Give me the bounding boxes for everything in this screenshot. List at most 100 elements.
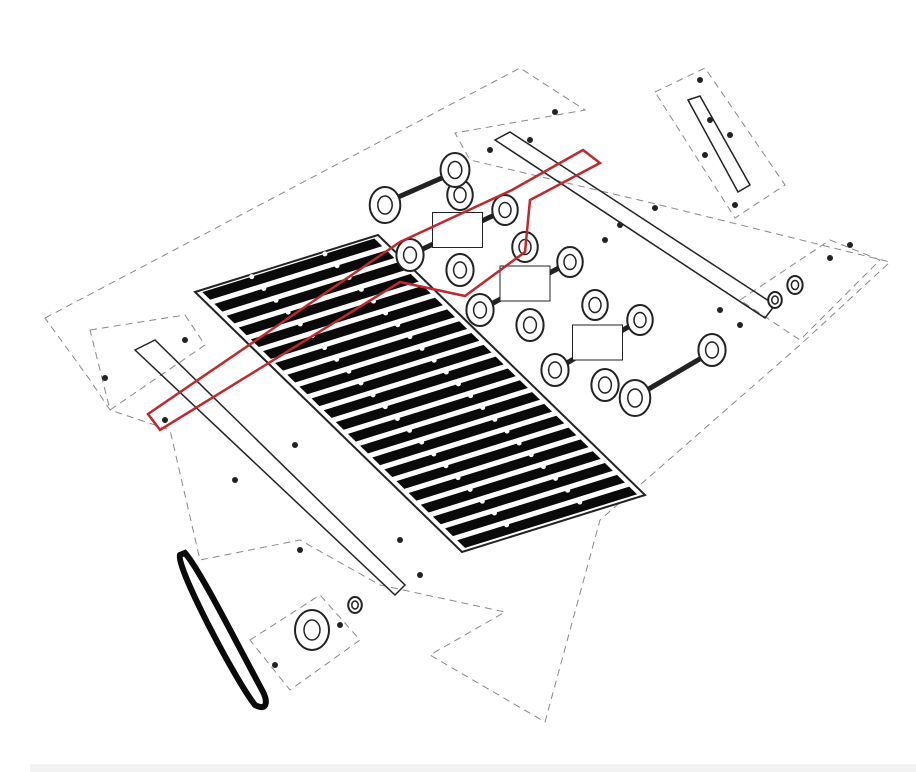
idler-wheel-hub <box>498 201 512 219</box>
track-lug <box>250 285 431 348</box>
bolt <box>727 132 733 138</box>
bolt <box>617 222 623 228</box>
highlighted-shaft-assembly[interactable] <box>146 148 603 432</box>
idler-wheel-hub <box>633 311 647 329</box>
track-clip <box>479 498 485 504</box>
track-clip <box>394 415 400 421</box>
chain-sprocket-hub <box>303 619 321 641</box>
idler-wheel <box>515 308 545 342</box>
track-clip <box>395 322 401 328</box>
bearing-hub <box>351 600 359 610</box>
track-lug <box>202 238 383 300</box>
idler-wheel-hub <box>402 246 418 264</box>
track-clip <box>431 357 437 363</box>
track-clip <box>383 310 389 316</box>
track-lug <box>396 427 577 489</box>
idler-wheel-hub <box>472 301 488 319</box>
bolt <box>297 547 303 553</box>
bolt <box>527 137 533 143</box>
bolt <box>697 77 703 83</box>
bolt <box>847 242 853 248</box>
bearing-hub <box>771 295 779 305</box>
bolt <box>337 622 343 628</box>
track-lug <box>445 474 625 537</box>
track <box>193 233 647 554</box>
bolt <box>397 537 403 543</box>
track-clip <box>528 452 534 458</box>
idler-wheel-hub <box>547 361 563 379</box>
bolt <box>162 417 168 423</box>
track-lug <box>384 415 565 478</box>
bearing <box>347 596 363 614</box>
track-clip <box>419 345 425 351</box>
track-clip <box>249 274 255 280</box>
track-clip <box>480 405 486 411</box>
bearing-hub <box>790 279 800 291</box>
idler-wheel <box>556 246 584 278</box>
track-clip <box>334 263 340 269</box>
wheel-bracket <box>499 265 551 302</box>
track-clip <box>443 463 449 469</box>
drive-sprocket-hub <box>447 160 463 180</box>
track-lug <box>275 309 456 371</box>
track-clip <box>443 369 449 375</box>
track-clip <box>504 428 510 434</box>
bolt <box>417 572 423 578</box>
idler-wheel-hub <box>588 296 602 314</box>
track-lug <box>214 250 395 312</box>
main-assembly-outline <box>44 67 892 723</box>
track-clip <box>455 475 461 481</box>
bolt <box>737 322 743 328</box>
bolt <box>717 307 723 313</box>
bolt <box>102 375 108 381</box>
track-clip <box>358 286 364 292</box>
track-lug <box>432 463 613 525</box>
drive-sprocket-hub <box>377 195 393 215</box>
track-clip <box>540 464 546 470</box>
track-clip <box>577 499 583 505</box>
track-clip <box>516 440 522 446</box>
track-lug <box>408 439 589 501</box>
bolt <box>707 117 713 123</box>
wheel-assemblies <box>102 77 853 668</box>
torsion-arm <box>686 95 752 194</box>
track-clip <box>492 416 498 422</box>
bolt <box>182 337 188 343</box>
track-lug <box>347 380 528 442</box>
wheel-bracket <box>572 324 623 361</box>
rear-sprocket-hub <box>704 341 720 359</box>
track-lug <box>311 344 492 407</box>
drive-chain <box>176 549 269 711</box>
bolt <box>232 477 238 483</box>
track-lug <box>226 262 407 324</box>
track-lug <box>457 486 638 548</box>
track-lug <box>360 392 540 454</box>
idler-wheel <box>590 368 620 402</box>
idler-wheel <box>626 304 654 336</box>
track-lug <box>323 356 504 418</box>
track-lug <box>287 321 468 383</box>
track-clip <box>491 510 497 516</box>
track-clip <box>565 487 571 493</box>
idler-wheel-hub <box>453 186 467 204</box>
track-clip <box>431 451 437 457</box>
idler-wheel-hub <box>563 253 577 271</box>
rear-sprocket <box>697 333 727 367</box>
track-lug <box>372 403 553 466</box>
chain-sprocket <box>294 609 330 651</box>
track-clip <box>455 381 461 387</box>
bolt <box>702 152 708 158</box>
track-clip <box>297 321 303 327</box>
slide-rail-left <box>133 339 407 597</box>
track-lug <box>299 333 480 395</box>
torsion-arm-outline <box>654 67 786 219</box>
track-clip <box>322 345 328 351</box>
track-clip <box>358 380 364 386</box>
rear-sprocket <box>618 379 652 417</box>
assembly-outline-dashed <box>44 67 892 723</box>
track-clip <box>504 522 510 528</box>
track-clip <box>406 427 412 433</box>
idler-wheel-hub <box>522 316 538 334</box>
idler-wheel <box>395 238 425 272</box>
